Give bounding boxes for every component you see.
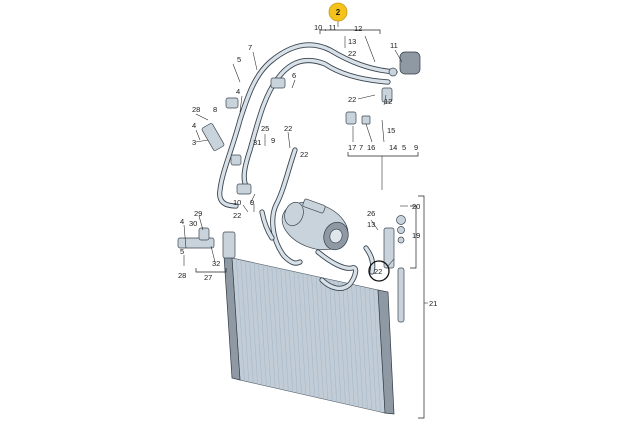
part-label-4[interactable]: 4 (192, 121, 196, 130)
condenser-fin (333, 280, 342, 404)
condenser-fin (315, 276, 324, 400)
part-label-12[interactable]: 12 (354, 24, 362, 33)
condenser-fin (271, 266, 280, 390)
condenser-fin (364, 287, 373, 411)
part-label-22[interactable]: 22 (348, 49, 356, 58)
part-label-6[interactable]: 6 (292, 71, 296, 80)
condenser-fin (249, 261, 258, 385)
condenser-fin (284, 269, 293, 393)
part-label-22[interactable]: 22 (348, 95, 356, 104)
condenser-fin (293, 271, 302, 395)
part-label-22[interactable]: 22 (300, 150, 308, 159)
condenser (222, 231, 405, 415)
part-label-12[interactable]: 12 (384, 97, 392, 106)
highlight-part-number: 2 (336, 8, 341, 17)
part-label-32[interactable]: 32 (212, 259, 220, 268)
part-label-8[interactable]: 8 (213, 105, 217, 114)
part-label-17[interactable]: 17 (348, 143, 356, 152)
part-label-5[interactable]: 5 (180, 247, 184, 256)
part-label-7[interactable]: 7 (248, 43, 252, 52)
condenser-fin (351, 284, 359, 408)
part-label-22[interactable]: 22 (284, 124, 292, 133)
part-label-9[interactable]: 9 (271, 136, 275, 145)
part-label-15[interactable]: 15 (387, 126, 395, 135)
compressor (281, 198, 349, 251)
condenser-fin (360, 286, 368, 410)
part-label-22-circled: 22 (374, 267, 382, 276)
condenser-fin (355, 285, 364, 409)
part-label-27[interactable]: 27 (204, 273, 212, 282)
part-label-4[interactable]: 4 (180, 217, 184, 226)
part-label-11[interactable]: 11 (390, 41, 398, 50)
condenser-fin (240, 259, 250, 383)
condenser-fin (262, 264, 272, 388)
condenser-fin (298, 272, 307, 396)
condenser-fin (311, 275, 320, 399)
part-label-9[interactable]: 9 (250, 198, 254, 207)
condenser-fin (306, 274, 315, 398)
condenser-fin (329, 279, 337, 403)
condenser-fin (320, 277, 329, 401)
refrigerant-lines (217, 42, 398, 291)
part-label-29[interactable]: 29 (194, 209, 202, 218)
part-label-13[interactable]: 13 (348, 37, 356, 46)
condenser-fin (280, 268, 289, 392)
condenser-fin (267, 265, 276, 389)
part-label-30[interactable]: 30 (189, 219, 197, 228)
part-label-28[interactable]: 28 (192, 105, 200, 114)
part-label-31[interactable]: 31 (253, 138, 261, 147)
part-label-4[interactable]: 4 (236, 87, 240, 96)
part-label-14[interactable]: 14 (389, 143, 397, 152)
condenser-fin (275, 267, 285, 391)
part-label-21[interactable]: 21 (429, 299, 437, 308)
condenser-fin (324, 278, 333, 402)
condenser-fin (253, 262, 263, 386)
part-label-19[interactable]: 19 (412, 231, 420, 240)
condenser-fin (337, 281, 346, 405)
part-label-10-11[interactable]: 10 , 11 (314, 23, 336, 32)
condenser-fin (258, 263, 267, 387)
condenser-fin (346, 283, 355, 407)
part-label-13[interactable]: 13 (367, 220, 375, 229)
part-label-25[interactable]: 25 (261, 124, 269, 133)
condenser-fin (342, 282, 351, 406)
part-labels: 10 , 11 12 13 22 11 7 5 6 4 22 12 28 8 4… (178, 23, 437, 308)
highlight-part-badge[interactable]: 2 (328, 2, 348, 22)
part-label-7[interactable]: 7 (359, 143, 363, 152)
leader-lines (183, 21, 428, 419)
part-label-26[interactable]: 26 (367, 209, 375, 218)
part-label-3[interactable]: 3 (192, 138, 196, 147)
part-label-16[interactable]: 16 (367, 143, 375, 152)
part-label-10[interactable]: 10 (233, 198, 241, 207)
condenser-fin (373, 288, 381, 413)
condenser-fin (245, 260, 254, 384)
part-label-5[interactable]: 5 (237, 55, 241, 64)
part-label-28[interactable]: 28 (178, 271, 186, 280)
part-label-20[interactable]: 20 (412, 202, 420, 211)
part-label-5[interactable]: 5 (402, 143, 406, 152)
condenser-fin (368, 288, 377, 412)
condenser-fin (236, 258, 245, 382)
part-label-9[interactable]: 9 (414, 143, 418, 152)
condenser-fin (302, 273, 311, 397)
circled-callout-22[interactable]: 22 (368, 260, 390, 282)
condenser-fin (289, 270, 298, 394)
part-label-22[interactable]: 22 (233, 211, 241, 220)
